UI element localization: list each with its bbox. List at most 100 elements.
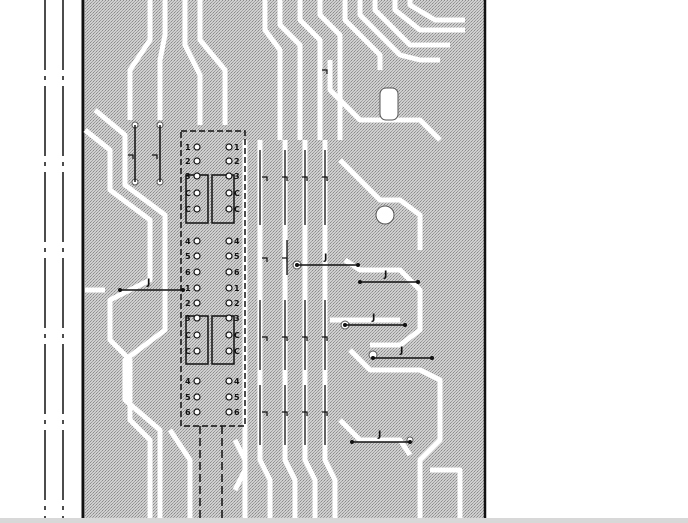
right-pin-pad [225,237,233,245]
trace-tick [128,154,134,159]
left-pin-pad [193,143,201,151]
right-pin-label: C [234,205,240,214]
jumper-end [118,288,122,292]
left-pin-label: C [185,205,191,214]
right-pin-pad [225,299,233,307]
right-pin-label: 6 [234,408,240,417]
right-pin-pad [225,331,233,339]
jumper-end [358,280,362,284]
left-guide-lines [44,0,64,518]
jumper-end [430,356,434,360]
jumper-end [343,323,347,327]
trace-tick [322,336,328,341]
left-pin-label: 2 [185,157,191,166]
right-pin-pad [225,377,233,385]
right-pin-pad [225,189,233,197]
left-pin-pad [193,347,201,355]
left-pin-label: 6 [185,408,191,417]
right-pin-label: 2 [234,157,240,166]
jumper-end [416,280,420,284]
right-pin-pad [225,252,233,260]
trace-tick [262,336,268,341]
right-pin-label: 2 [234,299,240,308]
right-pin-pad [225,347,233,355]
right-pin-label: 6 [234,268,240,277]
trace-tick [282,257,288,262]
right-pin-pad [225,393,233,401]
left-pin-pad [193,377,201,385]
right-pin-label: 4 [234,377,240,386]
left-pin-label: 5 [185,252,191,261]
jumper-label: J [146,278,150,288]
left-pin-pad [193,205,201,213]
trace-tick [322,411,328,416]
left-pin-pad [193,299,201,307]
trace-tick [282,336,288,341]
left-pin-pad [193,284,201,292]
trace-tick [282,176,288,181]
right-pin-label: 5 [234,393,240,402]
left-pin-label: 6 [185,268,191,277]
left-pin-label: C [185,331,191,340]
trace-tick [302,336,308,341]
right-pin-pad [225,268,233,276]
trace-tick [302,176,308,181]
left-pin-label: 3 [185,314,191,323]
jumper-label: J [383,270,387,280]
jumper-end [403,323,407,327]
left-pin-pad [193,393,201,401]
jumper-label: J [399,346,403,356]
right-pin-label: 5 [234,252,240,261]
jumper-end [408,440,412,444]
connector-header [180,130,246,518]
right-pin-label: 3 [234,314,240,323]
trace-tick [262,257,268,262]
jumper-wires: J J J J J J [118,125,434,445]
left-pin-pad [193,331,201,339]
trace-tick [322,69,328,74]
left-pin-pad [193,237,201,245]
left-pin-label: 3 [185,172,191,181]
right-pin-pad [225,284,233,292]
trace-tick [152,154,158,159]
trace-tick [322,176,328,181]
jumper-end [356,263,360,267]
right-pin-label: C [234,331,240,340]
left-pin-pad [193,408,201,416]
right-pin-pad [225,314,233,322]
left-pin-label: 4 [185,377,191,386]
left-pin-label: C [185,189,191,198]
left-pin-pad [193,252,201,260]
solder-pads [131,87,414,444]
left-pin-label: 2 [185,299,191,308]
jumper-end [371,356,375,360]
right-pin-pad [225,157,233,165]
jumper-label: J [377,430,381,440]
bottom-scroll-strip [0,518,688,523]
jumper-end [295,263,299,267]
jumper-end [181,288,185,292]
right-pin-label: C [234,347,240,356]
left-pin-label: 1 [185,143,191,152]
right-pin-pad [225,143,233,151]
jumper-label: J [371,313,375,323]
right-pin-label: C [234,189,240,198]
trace-tick [282,411,288,416]
right-pin-label: 1 [234,284,240,293]
right-pin-pad [225,205,233,213]
trace-tick [262,176,268,181]
right-pin-label: 3 [234,172,240,181]
left-pin-label: 1 [185,284,191,293]
jumper-label: J [323,253,327,263]
left-pin-pad [193,189,201,197]
trace-tick [262,411,268,416]
trace-ticks [128,69,328,416]
left-pin-pad [193,314,201,322]
right-pin-label: 1 [234,143,240,152]
right-pin-pad [225,408,233,416]
jumper-end [350,440,354,444]
right-pin-pad [225,172,233,180]
left-pin-label: 4 [185,237,191,246]
